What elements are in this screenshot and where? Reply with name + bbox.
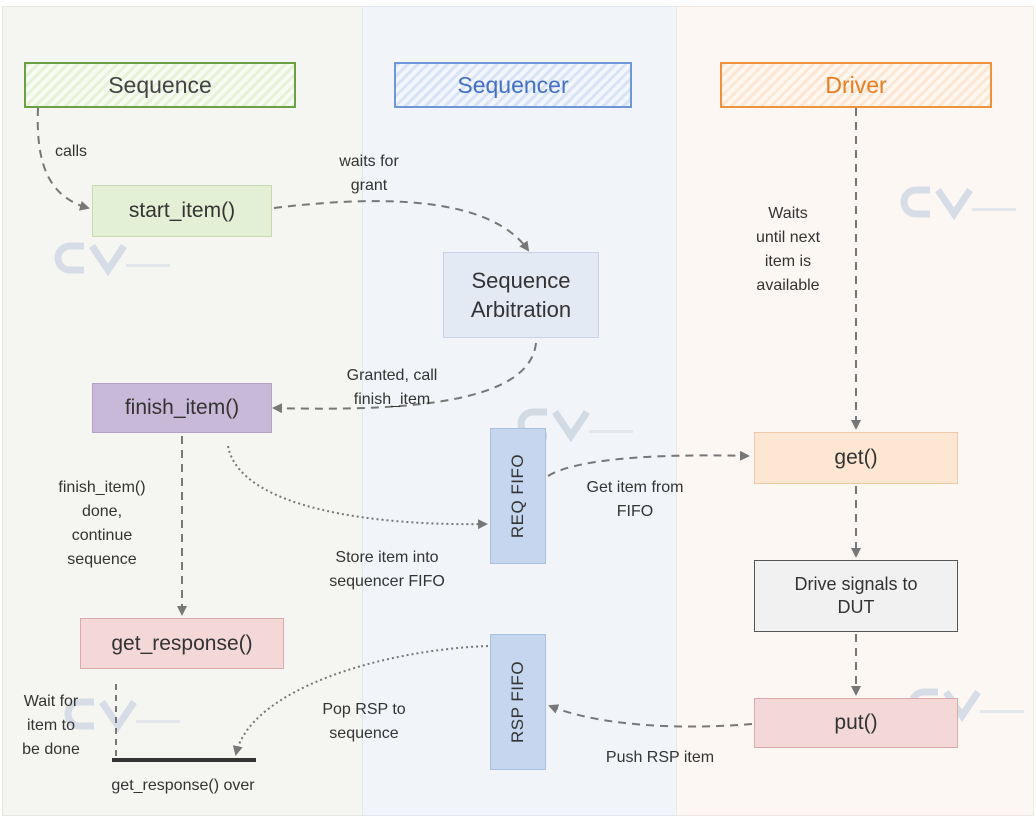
get-item-arrow: [547, 450, 750, 477]
rsp-fifo: RSP FIFO: [490, 634, 546, 770]
waits-for-grant-arrow: [273, 200, 530, 252]
sequencer-header: Sequencer: [394, 62, 632, 108]
wait-done-label: Wait for item to be done: [22, 693, 80, 758]
arbitration-label: Sequence Arbitration: [470, 268, 572, 322]
req-fifo: REQ FIFO: [490, 428, 546, 564]
push-rsp-arrow: [548, 704, 753, 728]
granted-arrow: [272, 342, 537, 414]
waits-until-label: Waits until next item is available: [755, 205, 821, 294]
start-item-node: start_item(): [92, 185, 272, 237]
pop-rsp-label: Pop RSP to sequence: [322, 701, 406, 742]
store-item-label: Store item into sequencer FIFO: [329, 549, 445, 590]
watermark-logo: [54, 242, 170, 277]
calls-arrow: [36, 107, 90, 211]
response-over-label: get_response() over: [111, 777, 255, 794]
calls-label: calls: [55, 143, 88, 160]
finish-item-node: finish_item(): [92, 383, 272, 433]
arbitration-node: Sequence Arbitration: [443, 252, 599, 338]
get-node: get(): [754, 432, 958, 484]
sequence-header: Sequence: [24, 62, 296, 108]
put-node: put(): [754, 698, 958, 748]
req-fifo-label: REQ FIFO: [508, 453, 527, 539]
waits-for-grant-label: waits for grant: [339, 153, 399, 194]
watermark-logo: [900, 186, 1016, 221]
granted-label: Granted, call finish_item: [346, 367, 438, 408]
finish-done-label: finish_item() done, continue sequence: [58, 479, 146, 568]
store-item-arrow: [227, 445, 488, 530]
driver-header: Driver: [720, 62, 992, 108]
push-rsp-label: Push RSP item: [605, 749, 715, 766]
pop-rsp-arrow: [232, 645, 489, 756]
get-item-label: Get item from FIFO: [586, 479, 684, 520]
drive-signals-node: Drive signals to DUT: [754, 560, 958, 632]
watermark-logo: [64, 698, 180, 733]
rsp-fifo-label: RSP FIFO: [508, 660, 527, 744]
drive-signals-label: Drive signals to DUT: [794, 574, 918, 617]
get-response-node: get_response(): [80, 618, 284, 669]
